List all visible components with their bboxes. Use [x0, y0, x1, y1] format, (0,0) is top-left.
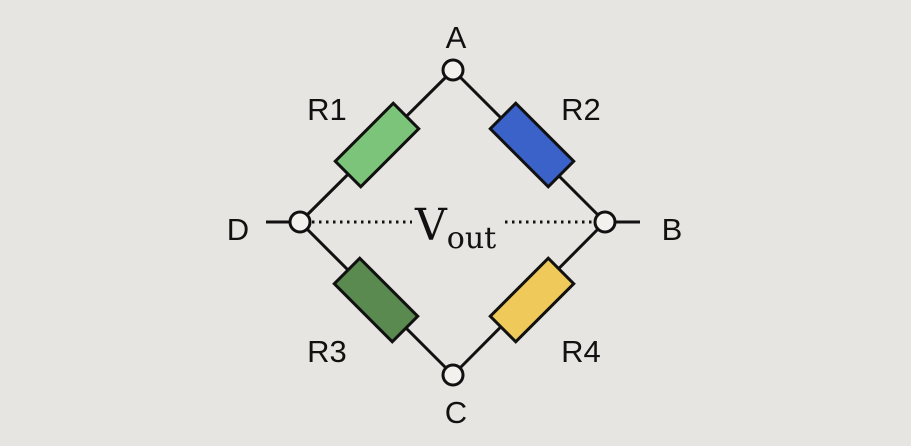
vout-subscript: out — [447, 221, 496, 256]
nodes — [288, 58, 617, 387]
resistor-r2 — [488, 101, 576, 189]
node-label-d: D — [227, 212, 249, 247]
node-label-b: B — [662, 212, 683, 247]
resistor-label-r3: R3 — [307, 334, 347, 369]
resistor-label-r1: R1 — [307, 92, 347, 127]
resistor-label-r2: R2 — [561, 92, 601, 127]
vout-label: Vout — [414, 200, 496, 256]
node-d — [288, 210, 312, 234]
node-c — [441, 363, 465, 387]
resistor-r1 — [333, 101, 421, 189]
resistor-label-r4: R4 — [561, 334, 601, 369]
resistor-r3 — [332, 256, 420, 344]
resistor-r4 — [488, 256, 576, 344]
node-label-c: C — [445, 395, 467, 430]
node-b — [593, 210, 617, 234]
vout-main: V — [414, 200, 448, 251]
node-a — [441, 58, 465, 82]
node-label-a: A — [446, 20, 467, 55]
